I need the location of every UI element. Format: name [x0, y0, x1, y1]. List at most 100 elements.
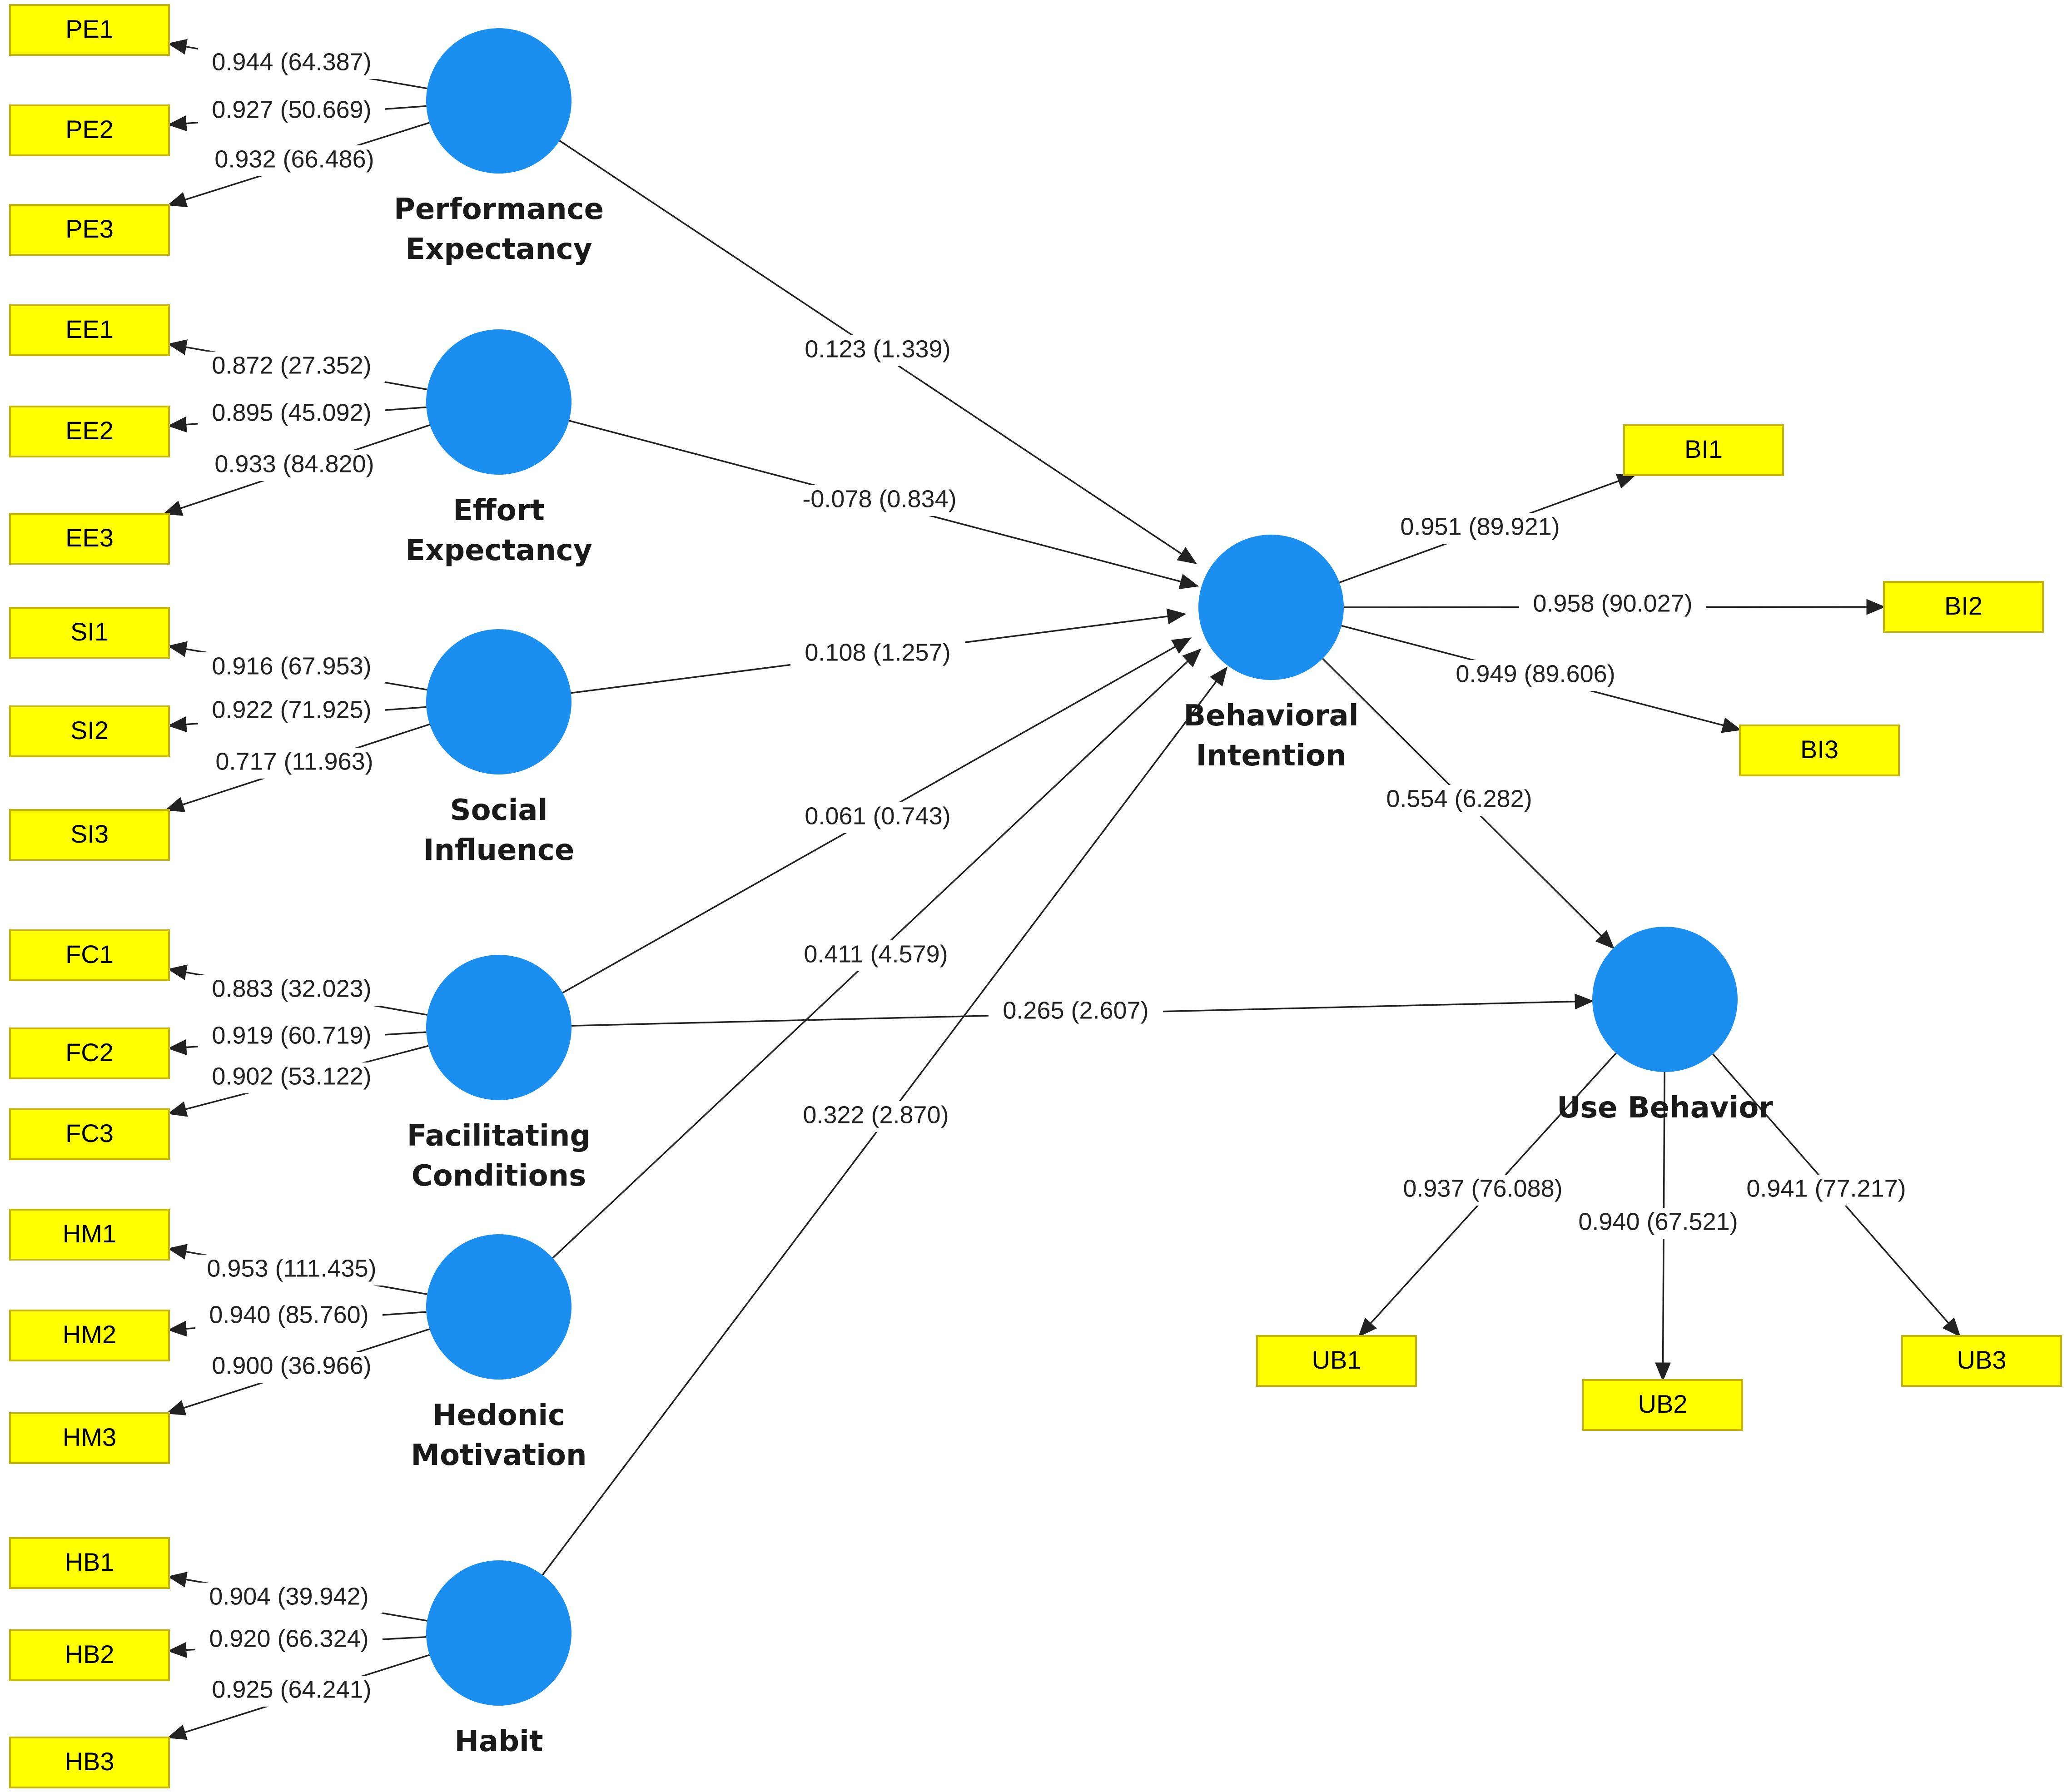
- indicator-label-fc3: FC3: [65, 1119, 114, 1147]
- loading-label-hb1: 0.904 (39.942): [195, 1583, 383, 1613]
- path-label-ee-bi-bg: [786, 485, 973, 516]
- path-label-hm-bi-bg: [789, 940, 963, 971]
- indicator-si1[interactable]: SI1: [9, 607, 170, 659]
- loading-label-hm1: 0.953 (111.435): [192, 1255, 392, 1286]
- indicator-hb1[interactable]: HB1: [9, 1537, 170, 1589]
- indicator-box-bi1: [1623, 424, 1784, 476]
- latent-circle-hm: [426, 1234, 571, 1380]
- loading-label-si3: 0.717 (11.963): [201, 748, 388, 779]
- latent-label-ee-0: Effort: [453, 494, 545, 527]
- loading-label-pe3-bg: [201, 145, 388, 176]
- indicator-fc1[interactable]: FC1: [9, 929, 170, 981]
- indicator-box-ub3: [1901, 1335, 2062, 1387]
- loading-label-ub2-bg: [1565, 1208, 1752, 1239]
- loading-label-ub3-text: 0.941 (77.217): [1746, 1175, 1906, 1202]
- indicator-box-hb2: [9, 1629, 170, 1681]
- loading-label-pe2-bg: [198, 96, 385, 127]
- indicator-hb2[interactable]: HB2: [9, 1629, 170, 1681]
- latent-label-ee-1: Expectancy: [405, 534, 592, 567]
- latent-circle-pe: [426, 28, 571, 174]
- loading-label-fc2: 0.919 (60.719): [198, 1022, 385, 1052]
- loading-label-ub2: 0.940 (67.521): [1565, 1208, 1752, 1239]
- indicator-si3[interactable]: SI3: [9, 809, 170, 861]
- latent-circle-bi: [1198, 535, 1344, 680]
- latent-label-bi-0: Behavioral: [1183, 699, 1358, 733]
- indicator-ee1[interactable]: EE1: [9, 304, 170, 356]
- loading-label-bi1-text: 0.951 (89.921): [1400, 513, 1560, 540]
- indicator-box-pe3: [9, 204, 170, 256]
- indicator-ee2[interactable]: EE2: [9, 406, 170, 457]
- indicator-ee3[interactable]: EE3: [9, 513, 170, 565]
- latent-circle-hb: [426, 1560, 571, 1706]
- indicator-label-hb3: HB3: [65, 1747, 114, 1776]
- latent-ub[interactable]: Use Behavior: [1557, 927, 1773, 1125]
- path-label-hb-bi: 0.322 (2.870): [789, 1101, 963, 1132]
- indicator-ub2[interactable]: UB2: [1582, 1379, 1743, 1431]
- indicator-box-ee1: [9, 304, 170, 356]
- indicator-box-hm1: [9, 1209, 170, 1261]
- loading-label-ee2-text: 0.895 (45.092): [212, 399, 371, 426]
- indicator-bi3[interactable]: BI3: [1739, 725, 1900, 776]
- loading-label-pe1-bg: [198, 48, 385, 79]
- loading-label-si2-text: 0.922 (71.925): [212, 696, 371, 723]
- indicator-hm2[interactable]: HM2: [9, 1310, 170, 1361]
- loading-label-pe1-text: 0.944 (64.387): [212, 48, 371, 75]
- indicator-pe3[interactable]: PE3: [9, 204, 170, 256]
- indicator-pe1[interactable]: PE1: [9, 4, 170, 56]
- latent-label-hm-1: Motivation: [411, 1439, 586, 1472]
- path-label-ee-bi-text: -0.078 (0.834): [802, 485, 956, 512]
- indicator-bi2[interactable]: BI2: [1883, 581, 2044, 633]
- loading-label-si3-text: 0.717 (11.963): [215, 748, 373, 775]
- indicator-box-bi3: [1739, 725, 1900, 776]
- loading-label-fc1: 0.883 (32.023): [198, 975, 385, 1006]
- indicator-label-ee3: EE3: [65, 523, 114, 552]
- loading-label-hb1-bg: [195, 1583, 383, 1613]
- indicator-box-hb1: [9, 1537, 170, 1589]
- latent-label-hm-0: Hedonic: [432, 1399, 565, 1432]
- indicator-hb3[interactable]: HB3: [9, 1737, 170, 1788]
- indicator-fc3[interactable]: FC3: [9, 1108, 170, 1160]
- indicator-label-ee2: EE2: [65, 416, 114, 445]
- indicator-label-ub3: UB3: [1957, 1345, 2007, 1374]
- indicator-label-ub2: UB2: [1638, 1390, 1688, 1418]
- loading-label-si2-bg: [198, 696, 385, 727]
- loading-label-hm2-bg: [195, 1301, 383, 1332]
- path-label-bi-ub: 0.554 (6.282): [1372, 785, 1546, 816]
- latent-label-fc-1: Conditions: [412, 1159, 586, 1193]
- loading-label-fc3-bg: [198, 1062, 385, 1093]
- indicator-si2[interactable]: SI2: [9, 705, 170, 757]
- indicator-pe2[interactable]: PE2: [9, 104, 170, 156]
- loading-label-hm2: 0.940 (85.760): [195, 1301, 383, 1332]
- indicator-label-ub1: UB1: [1312, 1345, 1361, 1374]
- loading-label-pe1: 0.944 (64.387): [198, 48, 385, 79]
- loading-label-ee1-text: 0.872 (27.352): [212, 352, 371, 379]
- latent-label-fc-0: Facilitating: [407, 1119, 591, 1153]
- indicator-hm3[interactable]: HM3: [9, 1412, 170, 1464]
- indicator-ub3[interactable]: UB3: [1901, 1335, 2062, 1387]
- latent-label-bi-1: Intention: [1196, 739, 1347, 773]
- latent-circle-ee: [426, 329, 571, 475]
- indicator-label-pe2: PE2: [65, 115, 114, 144]
- latent-hb[interactable]: Habit: [426, 1560, 571, 1758]
- indicator-label-hm2: HM2: [63, 1320, 116, 1349]
- path-label-hm-bi-text: 0.411 (4.579): [804, 940, 948, 968]
- indicator-ub1[interactable]: UB1: [1256, 1335, 1417, 1387]
- indicator-bi1[interactable]: BI1: [1623, 424, 1784, 476]
- loading-label-bi3-text: 0.949 (89.606): [1456, 660, 1615, 687]
- indicator-label-si2: SI2: [70, 716, 109, 745]
- loading-label-pe2-text: 0.927 (50.669): [212, 96, 371, 123]
- latent-label-pe-1: Expectancy: [405, 233, 592, 266]
- indicator-hm1[interactable]: HM1: [9, 1209, 170, 1261]
- loading-label-hm3-text: 0.900 (36.966): [212, 1352, 371, 1379]
- loading-label-ub1-text: 0.937 (76.088): [1403, 1175, 1562, 1202]
- path-label-si-bi-bg: [790, 639, 965, 670]
- loading-label-ee3: 0.933 (84.820): [201, 450, 388, 481]
- indicator-fc2[interactable]: FC2: [9, 1028, 170, 1079]
- loading-label-fc2-text: 0.919 (60.719): [212, 1022, 371, 1049]
